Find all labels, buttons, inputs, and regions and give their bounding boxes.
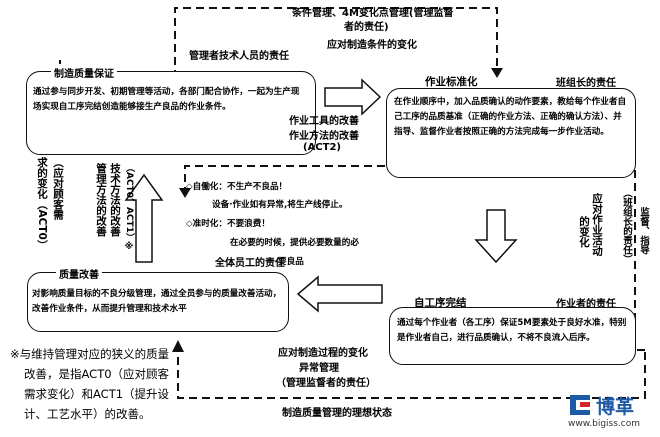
manager-tech-duty-label: 管理者技术人员的责任 <box>189 51 289 62</box>
quality-improvement-body: 对影响质量目标的不良分级管理，通过全员参与的质量改善活动，改善作业条件，从而提升… <box>32 289 282 314</box>
jit-desc-2: 要良品 <box>278 257 304 267</box>
ideal-state-label: 制造质量管理的理想状态 <box>282 408 392 419</box>
respond-process-label: 应对制造过程的变化 <box>278 348 368 359</box>
jit-desc-1: 在必要的时候，提供必要数量的必 <box>230 238 359 248</box>
left-vertical-text-4: 技术方法的改善 <box>109 163 121 237</box>
middle-dashed-connector <box>184 165 385 190</box>
footnote-line-1: ※与维持管理对应的狭义的质量 <box>10 347 170 361</box>
hollow-arrow-down <box>474 209 518 264</box>
logo-url: www.bigiss.com <box>568 419 641 429</box>
logo-name: 博革 <box>596 396 635 418</box>
middle-arrowhead <box>179 188 191 198</box>
left-vertical-text-5: （ACT0、ACT1）※ <box>124 163 134 252</box>
self-process-body: 通过每个作业者（各工序）保证5M要素处于良好水准，特别是作业者自己，进行品质确认… <box>397 318 627 343</box>
act2-label: (ACT2) <box>303 142 341 153</box>
left-vertical-text-1: 求的变化（ACT0） <box>36 157 48 251</box>
top-dashed-connector <box>174 7 498 78</box>
jidoka-desc: 设备·作业如有异常,将生产线停止。 <box>212 200 348 210</box>
leader-duty-label: 班组长的责任 <box>556 78 616 89</box>
footnote-line-3: 需求变化）和ACT1（提升设 <box>24 387 170 401</box>
jidoka-label: ◇自働化：不生产不良品！ <box>186 182 288 192</box>
right-vertical-text-3: （班组长的责任） <box>621 188 632 264</box>
left-vertical-text-3: 管理方法的改善 <box>95 163 107 237</box>
self-process-box: 通过每个作业者（各工序）保证5M要素处于良好水准，特别是作业者自己，进行品质确认… <box>389 307 636 365</box>
right-vertical-text-2: 的变化 <box>578 216 590 248</box>
quality-improvement-box: 质量改善 对影响质量目标的不良分级管理，通过全员参与的质量改善活动，改善作业条件… <box>27 266 289 332</box>
right-vertical-text-1: 应对作业活动 <box>591 193 603 256</box>
tool-improvement-label: 作业工具的改善 <box>289 116 359 127</box>
footnote-line-4: 计、工艺水平）的改善。 <box>24 407 151 421</box>
abnormal-management-label: 异常管理 <box>299 363 339 374</box>
logo-mark-icon <box>570 395 590 415</box>
all-staff-duty-label: 全体员工的责任 <box>215 258 285 269</box>
footnote-line-2: 改善，是指ACT0（应对顾客 <box>24 367 170 381</box>
quality-assurance-body: 通过参与同步开发、初期管理等活动，各部门配合协作，一起为生产现场实现自工序完结创… <box>33 87 300 112</box>
standardization-body: 在作业顺序中，加入品质确认的动作要素，教给每个作业者自己工序的品质基准（正确的作… <box>394 97 627 137</box>
bottom-dashed-connector <box>177 350 646 399</box>
standardization-title: 作业标准化 <box>425 76 478 88</box>
hollow-arrow-left <box>296 275 383 313</box>
method-improvement-label: 作业方法的改善 <box>289 131 359 142</box>
left-vertical-text-2: （应对顾客需 <box>52 157 64 220</box>
quality-assurance-title: 制造质量保证 <box>51 65 117 80</box>
respond-condition-label: 应对制造条件的变化 <box>327 40 417 51</box>
brand-logo: 博革 www.bigiss.com <box>568 393 654 433</box>
condition-management-label: 条件管理、4M变化点管理(管理监督 <box>292 8 454 19</box>
jit-label: ◇准时化：不要浪费！ <box>186 219 270 229</box>
self-process-title: 自工序完结 <box>414 297 467 309</box>
hollow-arrow-right <box>324 78 382 116</box>
top-arrowhead <box>491 68 503 78</box>
supervisor-duty-label: （管理监督者的责任） <box>276 378 376 389</box>
standardization-box: 在作业顺序中，加入品质确认的动作要素，教给每个作业者自己工序的品质基准（正确的作… <box>386 88 636 178</box>
quality-improvement-title: 质量改善 <box>56 266 102 281</box>
operator-duty-label: 作业者的责任 <box>556 299 616 310</box>
right-vertical-text-4: 监督、指导 <box>638 207 649 255</box>
hollow-arrow-up <box>124 173 164 263</box>
bottom-arrowhead <box>172 340 184 352</box>
right-dashed-connector <box>634 170 645 351</box>
condition-management-label-2: 者的责任) <box>344 22 389 33</box>
quality-assurance-box: 制造质量保证 通过参与同步开发、初期管理等活动，各部门配合协作，一起为生产现场实… <box>26 65 316 155</box>
